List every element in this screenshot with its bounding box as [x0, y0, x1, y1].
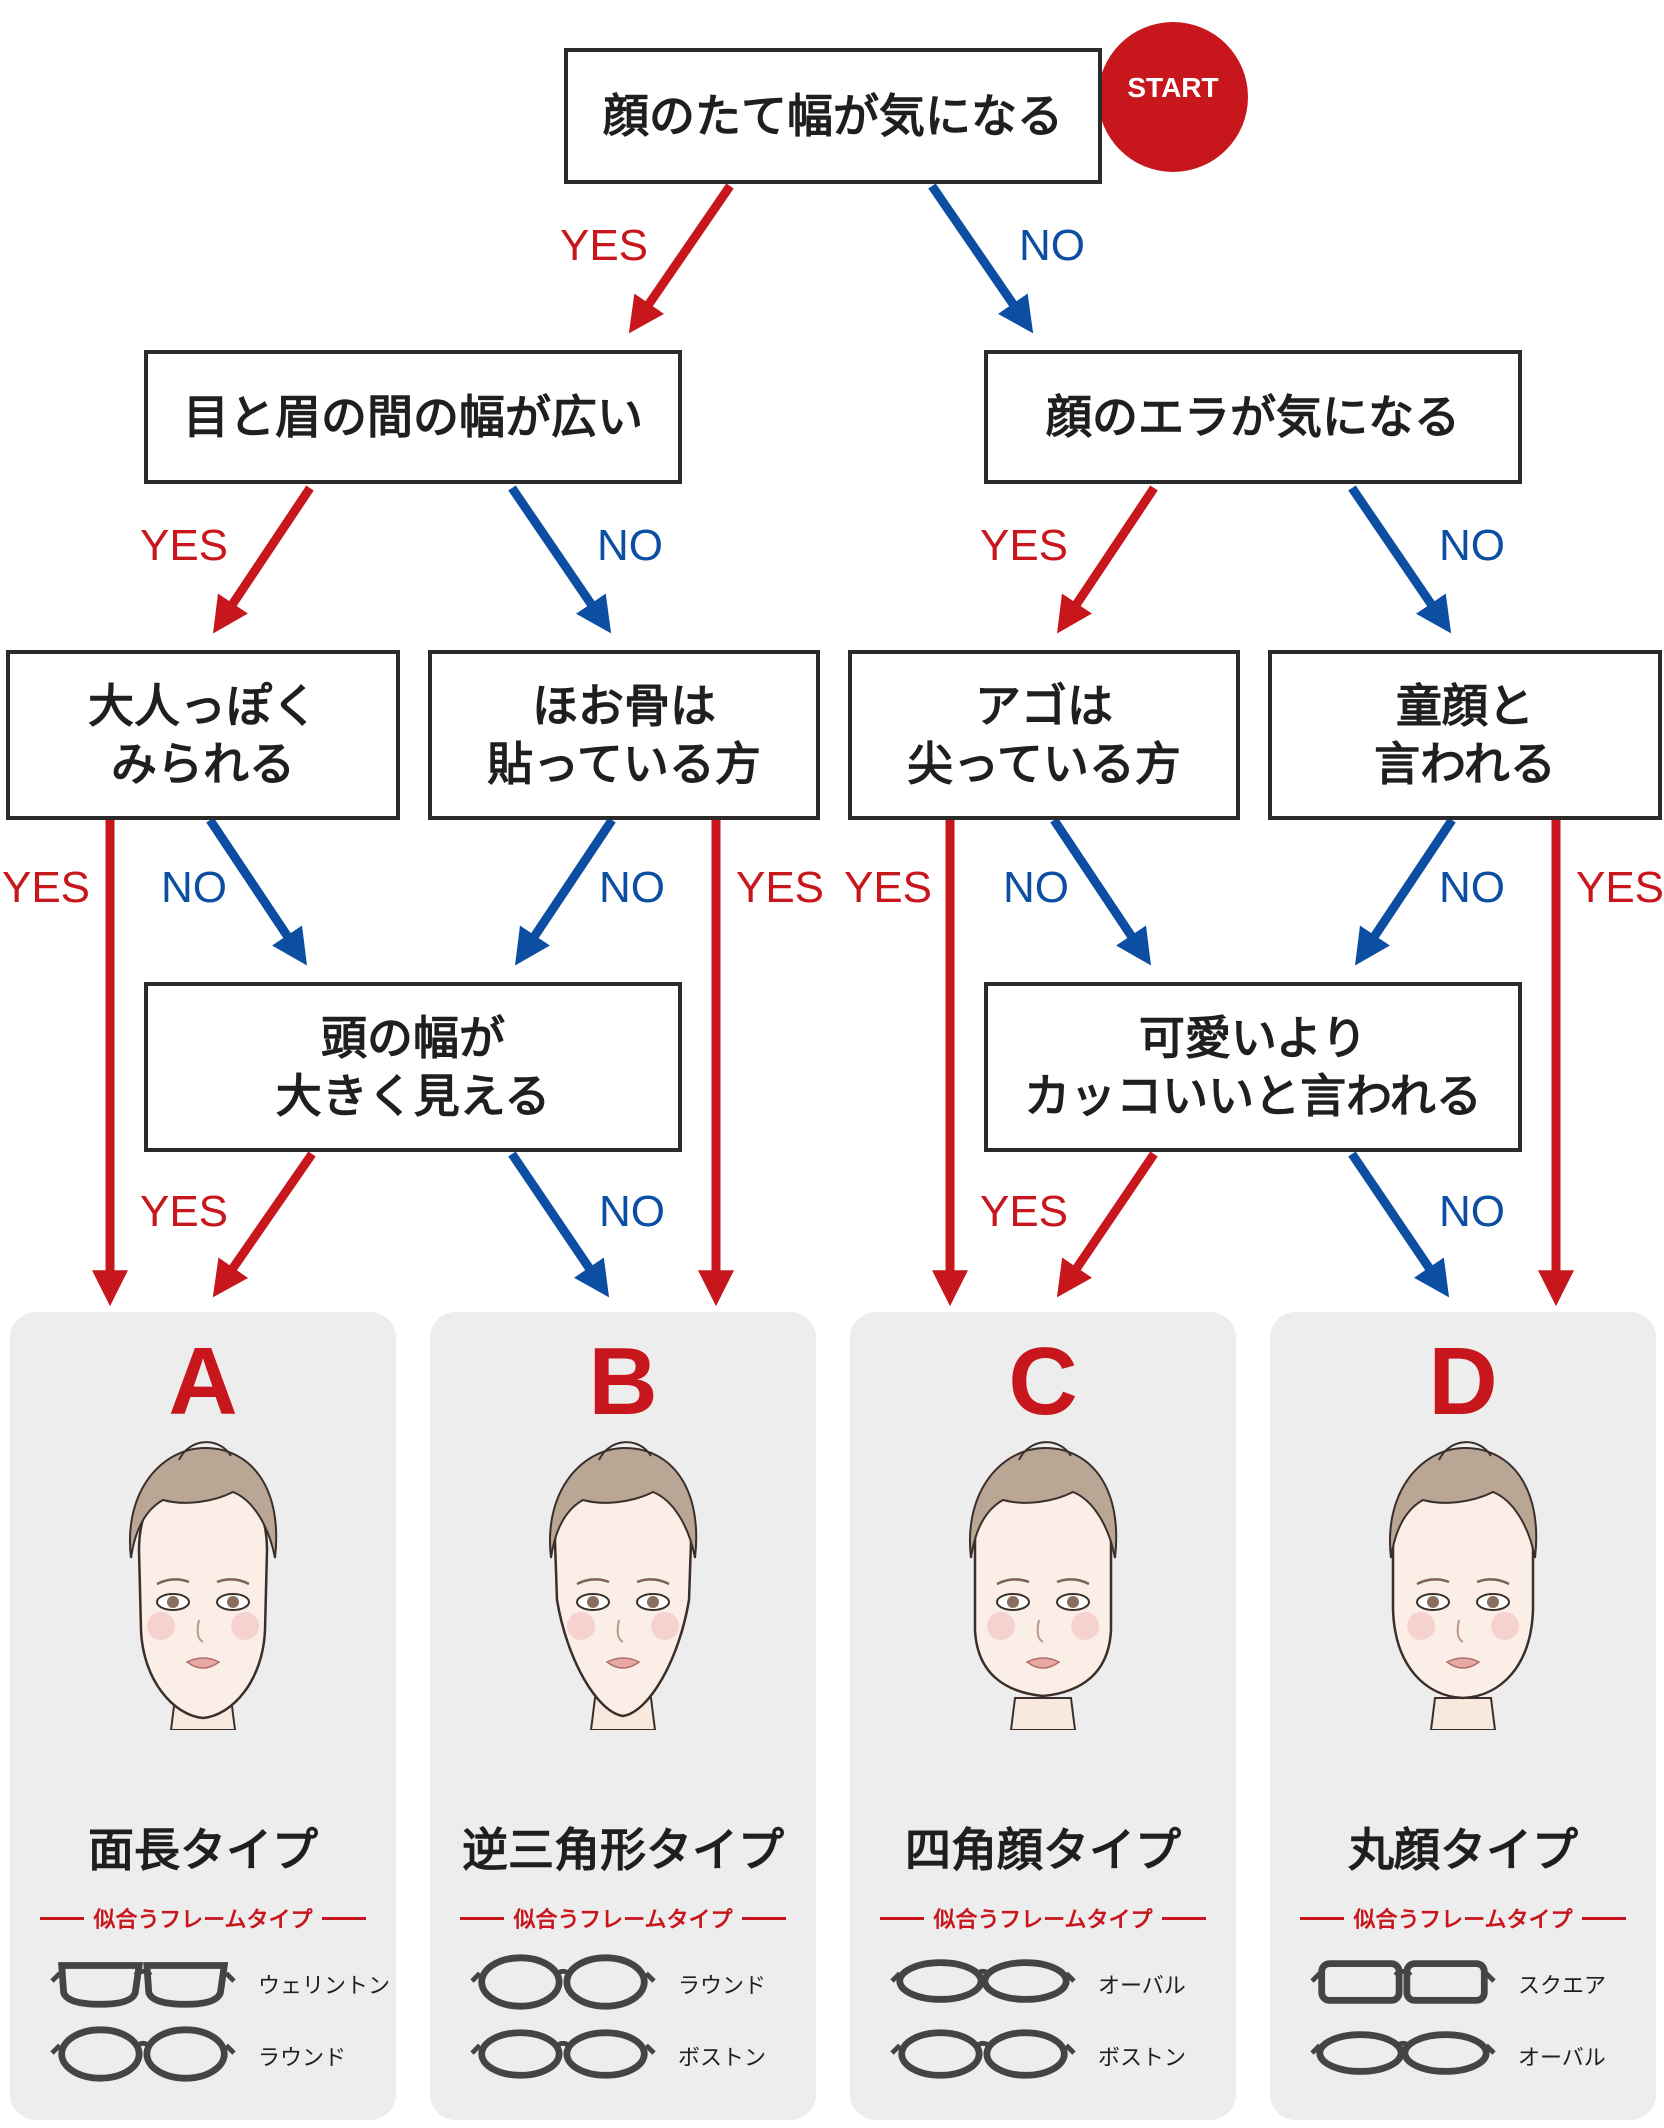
- suitable-frames-label: 似合うフレームタイプ: [1353, 1908, 1573, 1933]
- label-q5-yes: YES: [735, 863, 825, 912]
- question-cheekbones: ほお骨は 貼っている方: [428, 650, 820, 820]
- arrow-q1-no: [928, 183, 1034, 334]
- suitable-frames-heading: 似合うフレームタイプ: [1292, 1902, 1634, 1934]
- frame-item: ボストン: [888, 2024, 1208, 2084]
- start-badge: START: [1098, 22, 1248, 172]
- round-glasses-icon: [48, 2024, 238, 2084]
- frame-name: ラウンド: [678, 1974, 767, 1999]
- frame-item: ラウンド: [48, 2024, 368, 2084]
- suitable-frames-label: 似合うフレームタイプ: [513, 1908, 733, 1933]
- arrow-q7-no: [1355, 817, 1456, 966]
- label-q8-no: NO: [599, 1187, 665, 1236]
- face-illustration-icon: [503, 1430, 743, 1731]
- suitable-frames-label: 似合うフレームタイプ: [93, 1908, 313, 1933]
- frame-item: オーバル: [1308, 2024, 1628, 2084]
- square-glasses-icon: [1308, 1952, 1498, 2012]
- question-baby-face: 童顔と 言われる: [1268, 650, 1662, 820]
- question-pointed-chin: アゴは 尖っている方: [848, 650, 1240, 820]
- wellington-glasses-icon: [48, 1952, 238, 2012]
- label-q9-no: NO: [1439, 1187, 1505, 1236]
- label-q5-no: NO: [599, 863, 665, 912]
- boston-glasses-icon: [888, 2024, 1078, 2084]
- arrow-q4-no: [206, 817, 307, 966]
- label-q4-no: NO: [161, 863, 227, 912]
- frame-name: ボストン: [678, 2046, 767, 2071]
- arrow-q9-no: [1348, 1151, 1450, 1298]
- result-letter: D: [1428, 1328, 1498, 1435]
- label-q4-yes: YES: [1, 863, 91, 912]
- arrow-q6-no: [1050, 817, 1151, 966]
- arrow-q8-no: [508, 1151, 610, 1298]
- label-q7-yes: YES: [1575, 863, 1664, 912]
- label-q7-no: NO: [1439, 863, 1505, 912]
- result-card-b: B 逆三角形タイ: [430, 1312, 816, 2120]
- arrow-q9-yes: [1056, 1151, 1158, 1298]
- frame-name: ウェリントン: [258, 1974, 391, 1999]
- label-q6-yes: YES: [843, 863, 933, 912]
- label-q2-no: NO: [597, 521, 663, 570]
- label-q3-no: NO: [1439, 521, 1505, 570]
- label-q2-yes: YES: [139, 521, 229, 570]
- label-q1-no: NO: [1019, 221, 1085, 270]
- frame-item: スクエア: [1308, 1952, 1628, 2012]
- suitable-frames-heading: 似合うフレームタイプ: [452, 1902, 794, 1934]
- arrow-q1-yes: [628, 183, 734, 334]
- arrow-q2-yes: [213, 485, 314, 634]
- label-q3-yes: YES: [979, 521, 1069, 570]
- result-card-a: A 面長タイプ: [10, 1312, 396, 2120]
- frame-name: ラウンド: [258, 2046, 347, 2071]
- question-eye-brow-gap: 目と眉の間の幅が広い: [144, 350, 682, 484]
- face-type-title: 逆三角形タイプ: [462, 1823, 784, 1877]
- label-q6-no: NO: [1003, 863, 1069, 912]
- suitable-frames-heading: 似合うフレームタイプ: [872, 1902, 1214, 1934]
- question-face-length: 顔のたて幅が気になる: [564, 48, 1102, 184]
- face-illustration-icon: [1343, 1430, 1583, 1731]
- question-head-width: 頭の幅が 大きく見える: [144, 982, 682, 1152]
- frame-item: オーバル: [888, 1952, 1208, 2012]
- frame-name: オーバル: [1518, 2046, 1606, 2071]
- face-type-title: 丸顔タイプ: [1348, 1823, 1578, 1877]
- suitable-frames-heading: 似合うフレームタイプ: [32, 1902, 374, 1934]
- frame-name: スクエア: [1518, 1974, 1607, 1999]
- boston-glasses-icon: [468, 2024, 658, 2084]
- frame-item: ボストン: [468, 2024, 788, 2084]
- face-type-title: 四角顔タイプ: [905, 1823, 1181, 1877]
- oval-glasses-icon: [1308, 2024, 1498, 2084]
- question-jaw-angle: 顔のエラが気になる: [984, 350, 1522, 484]
- arrow-q3-yes: [1057, 485, 1158, 634]
- frame-name: オーバル: [1098, 1974, 1186, 1999]
- face-type-title: 面長タイプ: [88, 1823, 318, 1877]
- label-q9-yes: YES: [979, 1187, 1069, 1236]
- result-letter: B: [588, 1328, 658, 1435]
- frame-item: ラウンド: [468, 1952, 788, 2012]
- frame-name: ボストン: [1098, 2046, 1187, 2071]
- result-letter: C: [1008, 1328, 1078, 1435]
- arrow-q5-no: [515, 817, 616, 966]
- result-letter: A: [168, 1328, 238, 1435]
- result-card-c: C 四角顔タイプ: [850, 1312, 1236, 2120]
- arrow-q2-no: [508, 485, 612, 634]
- arrow-q8-yes: [212, 1151, 316, 1298]
- frame-item: ウェリントン: [48, 1952, 390, 2012]
- arrow-q3-no: [1348, 485, 1452, 634]
- label-q8-yes: YES: [139, 1187, 229, 1236]
- result-card-d: D 丸顔タイプ: [1270, 1312, 1656, 2120]
- face-illustration-icon: [923, 1430, 1163, 1731]
- question-looks-mature: 大人っぽく みられる: [6, 650, 400, 820]
- round-glasses-icon: [468, 1952, 658, 2012]
- label-q1-yes: YES: [559, 221, 649, 270]
- suitable-frames-label: 似合うフレームタイプ: [933, 1908, 1153, 1933]
- question-cool-vs-cute: 可愛いより カッコいいと言われる: [984, 982, 1522, 1152]
- face-illustration-icon: [83, 1430, 323, 1731]
- oval-glasses-icon: [888, 1952, 1078, 2012]
